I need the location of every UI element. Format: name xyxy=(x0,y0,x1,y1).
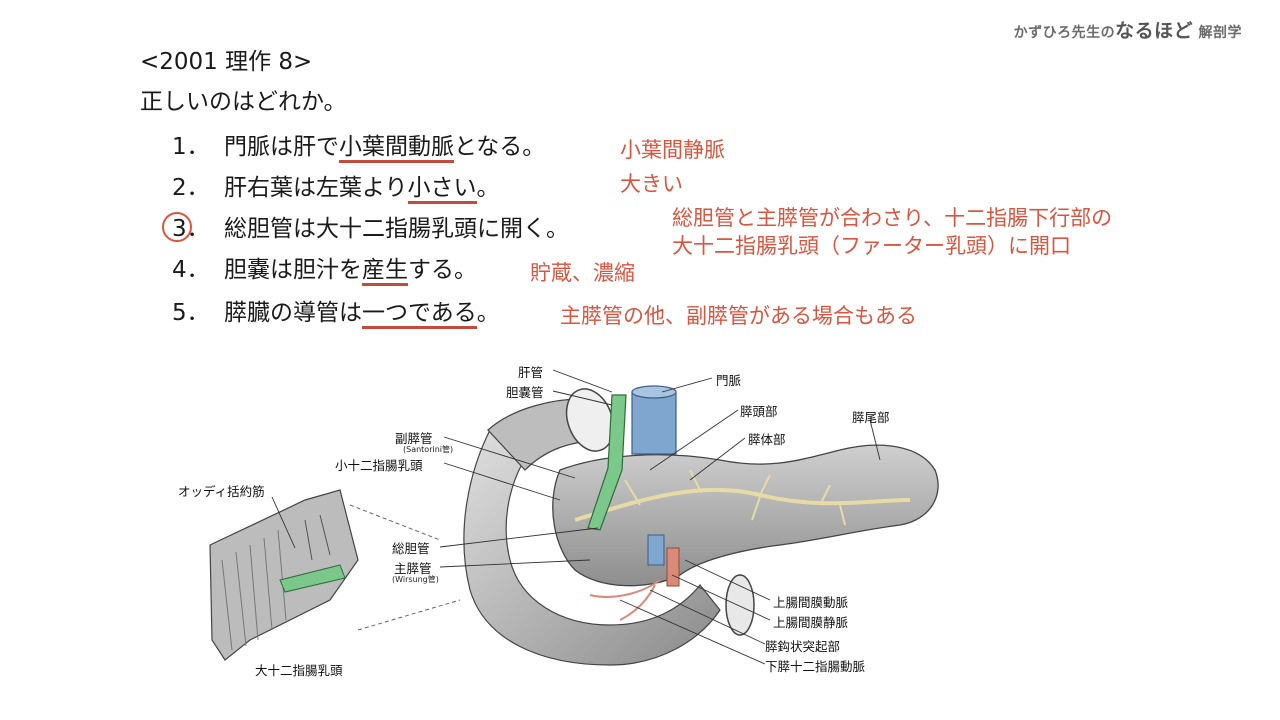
label-smv: 上腸間膜静脈 xyxy=(773,615,849,630)
label-uncinate-process: 膵鈎状突起部 xyxy=(765,639,841,654)
annotation-option-1: 小葉間静脈 xyxy=(620,138,725,162)
option-5: 5． 膵臓の導管は一つである。 xyxy=(172,297,500,329)
option-text-after: 。 xyxy=(476,175,500,201)
option-3: 3．総胆管は大十二指腸乳頭に開く。 xyxy=(172,213,569,245)
label-sphincter-oddi: オッディ括約筋 xyxy=(178,484,265,499)
option-text: 総胆管は大十二指腸乳頭に開く。 xyxy=(224,216,569,242)
label-main-pancreatic-duct: 主膵管 xyxy=(394,561,432,576)
option-text: 膵臓の導管は xyxy=(224,300,362,326)
label-main-duct-sub: (Wirsung管) xyxy=(392,575,439,584)
option-underlined: 小さい xyxy=(407,175,477,204)
question-code: <2001 理作 8> xyxy=(140,49,313,75)
option-underlined: 一つである xyxy=(362,300,477,329)
label-cystic-duct: 胆嚢管 xyxy=(506,385,544,400)
label-pancreatic-body: 膵体部 xyxy=(748,432,786,447)
option-4: 4． 胆嚢は胆汁を産生する。 xyxy=(172,254,477,286)
option-number: 5． xyxy=(172,300,210,326)
label-pancreatic-head: 膵頭部 xyxy=(740,404,778,419)
label-inferior-pd-artery: 下膵十二指腸動脈 xyxy=(765,659,866,674)
option-number: 2． xyxy=(172,175,210,201)
brand-logo: かずひろ先生のなるほど 解剖学 xyxy=(1014,16,1242,43)
option-text-after: 。 xyxy=(476,300,500,326)
duodenum xyxy=(463,388,755,666)
annotation-option-4: 貯蔵、濃縮 xyxy=(530,261,635,285)
brand-highlight: なるほど xyxy=(1115,20,1194,42)
label-sma: 上腸間膜動脈 xyxy=(773,595,849,610)
label-common-bile-duct: 総胆管 xyxy=(392,541,430,556)
option-1: 1． 門脈は肝で小葉間動脈となる。 xyxy=(172,131,545,163)
brand-prefix: かずひろ先生の xyxy=(1013,25,1116,41)
correct-answer-circle xyxy=(162,212,192,242)
option-text-after: となる。 xyxy=(454,134,546,160)
label-hepatic-duct: 肝管 xyxy=(518,365,544,380)
option-text-after: する。 xyxy=(408,257,477,283)
annotation-option-2: 大きい xyxy=(620,172,683,196)
brand-suffix: 解剖学 xyxy=(1198,25,1242,41)
label-minor-papilla: 小十二指腸乳頭 xyxy=(335,458,423,473)
duodenal-wall-section xyxy=(209,489,359,661)
label-major-papilla: 大十二指腸乳頭 xyxy=(255,663,343,678)
annotation-option-3-line2: 大十二指腸乳頭（ファーター乳頭）に開口 xyxy=(672,234,1071,258)
option-text: 胆嚢は胆汁を xyxy=(224,257,362,283)
label-accessory-duct: 副膵管 xyxy=(395,431,433,446)
option-underlined: 産生 xyxy=(362,257,408,286)
option-number: 1． xyxy=(172,134,210,160)
annotation-option-5: 主膵管の他、副膵管がある場合もある xyxy=(560,304,917,328)
label-accessory-duct-sub: (Santorini管) xyxy=(403,445,454,454)
label-portal-vein: 門脈 xyxy=(716,373,742,388)
common-bile-duct xyxy=(587,394,627,531)
option-underlined: 小葉間動脈 xyxy=(339,134,454,163)
option-text: 肝右葉は左葉より xyxy=(224,175,408,201)
option-2: 2． 肝右葉は左葉より小さい。 xyxy=(172,172,500,204)
portal-vein xyxy=(631,385,677,566)
option-text: 門脈は肝で xyxy=(224,134,339,160)
label-pancreatic-tail: 膵尾部 xyxy=(852,410,890,425)
option-number: 4． xyxy=(172,257,210,283)
annotation-option-3-line1: 総胆管と主膵管が合わさり、十二指腸下行部の xyxy=(672,206,1113,230)
leader-lines xyxy=(271,369,881,665)
question-prompt: 正しいのはどれか。 xyxy=(140,89,347,115)
